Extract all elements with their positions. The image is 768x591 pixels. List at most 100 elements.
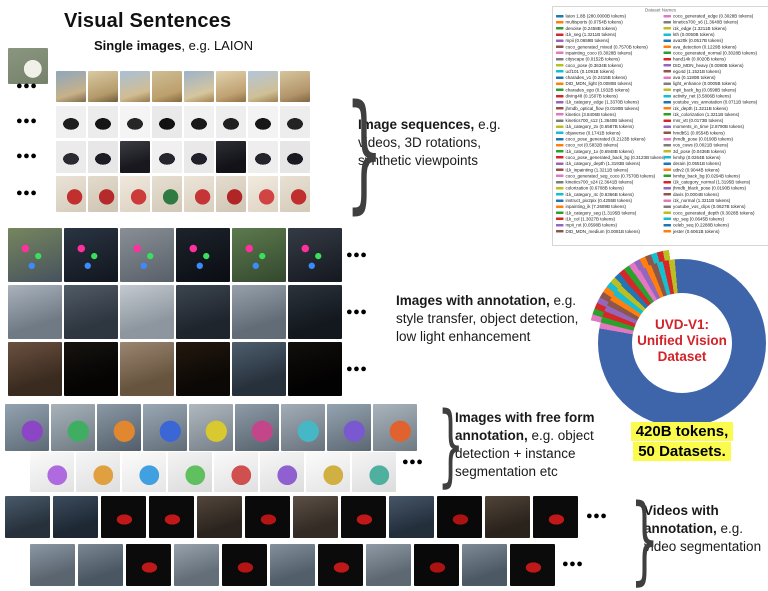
thumbnail-synthetic-viewpoints-sequence	[184, 176, 214, 212]
legend-item: i1k_category_normal (1.3195B tokens)	[661, 179, 768, 185]
legend-item: coco_generated_depth (0.3028B tokens)	[661, 210, 768, 216]
thumbnail-instance-segmentation	[235, 404, 279, 451]
legend-item-label: i1k_normal (1.3211B tokens)	[673, 198, 731, 204]
ellipsis-marker: ●●●	[402, 456, 424, 468]
legend-item: jhmdb_optical_flow (0.0190B tokens)	[553, 105, 661, 111]
legend-item: hand14k (0.0020B tokens)	[661, 56, 768, 62]
thumbnail-laion-lead	[8, 48, 48, 84]
thumbnail-video-segmentation-frames	[197, 496, 242, 538]
legend-item: msr_vtt (0.0173B tokens)	[661, 118, 768, 124]
thumbnail-3d-rotation-sequence	[216, 106, 246, 138]
legend-swatch	[663, 64, 671, 67]
thumbnail-sketch-segmentation	[214, 452, 258, 492]
thumbnail-single-images-laion	[216, 71, 246, 102]
dataset-stats: 420B tokens, 50 Datasets.	[607, 422, 757, 462]
legend-item-label: mpii_back_bg (0.0598B tokens)	[673, 87, 737, 93]
legend-swatch	[663, 76, 671, 79]
thumbnail-pose-annotation	[64, 228, 118, 282]
legend-item: colorization (0.6708B tokens)	[553, 185, 661, 191]
legend-item: charades_v1 (0.2415B tokens)	[553, 74, 661, 80]
legend-item-label: moments_in_time (2.8790B tokens)	[673, 124, 745, 130]
thumbnail-single-images-laion	[88, 71, 118, 102]
thumbnail-instance-segmentation	[327, 404, 371, 451]
legend-item-label: kinetics (3.8406B tokens)	[565, 111, 617, 117]
legend-item: denoise (0.2458B tokens)	[553, 25, 661, 31]
legend-item: light_enhance (0.0005B tokens)	[661, 81, 768, 87]
thumbnail-video-segmentation-frames	[414, 544, 459, 586]
legend-swatch	[663, 137, 671, 141]
thumbnail-single-images-laion	[280, 71, 310, 102]
thumbnail-video-segmentation-frames	[101, 496, 146, 538]
legend-swatch	[663, 45, 671, 49]
legend-swatch	[663, 186, 671, 190]
legend-item: coco_rot (0.5832B tokens)	[553, 142, 661, 148]
legend-item-label: lvmhp_back_bg (0.0294B tokens)	[673, 173, 741, 179]
legend-item-label: vip_seg (0.0645B tokens)	[673, 216, 725, 222]
thumbnail-video-segmentation-frames	[174, 544, 219, 586]
legend-swatch	[556, 70, 564, 73]
thumbnail-3d-rotation-sequence	[152, 106, 182, 138]
legend-swatch	[663, 193, 671, 196]
legend-item-label: jester (0.6061B tokens)	[673, 228, 720, 234]
legend-swatch	[663, 162, 671, 165]
legend-swatch	[663, 199, 671, 202]
thumbnail-pose-annotation	[120, 228, 174, 282]
legend-item-label: i1k_seg (1.3211B tokens)	[565, 32, 617, 38]
legend-item: coco_generated_edge (0.3028B tokens)	[661, 13, 768, 19]
thumbnail-single-images-laion	[184, 71, 214, 102]
legend-item-label: laion 1.8B (280.0000B tokens)	[565, 13, 627, 19]
legend-item: lvmhp (0.0264B tokens)	[661, 154, 768, 160]
legend-swatch	[663, 168, 671, 172]
thumbnail-style-transfer-pairs	[64, 285, 118, 339]
legend-item: coco_generated_seg_coco (0.7570B tokens)	[553, 173, 661, 179]
ellipsis-marker: ●●●	[16, 115, 38, 127]
legend-item: charades_ego (0.1932B tokens)	[553, 87, 661, 93]
ellipsis-marker: ●●●	[562, 558, 584, 570]
legend-swatch	[663, 223, 671, 227]
legend-item: i1k_category_depth (1.3193B tokens)	[553, 161, 661, 167]
thumbnail-video-segmentation-frames	[53, 496, 98, 538]
thumbnail-instance-segmentation	[5, 404, 49, 451]
thumbnail-video-segmentation-frames	[533, 496, 578, 538]
legend-item-label: youtube_vos_annotation (0.0711B tokens)	[673, 99, 758, 105]
legend-item: vos_cows (0.0021B tokens)	[661, 142, 768, 148]
legend-item: mpii_rot (0.0598B tokens)	[553, 222, 661, 228]
legend-item-label: hand14k (0.0020B tokens)	[673, 56, 726, 62]
thumbnail-pose-annotation	[288, 228, 342, 282]
thumbnail-style-transfer-pairs	[232, 285, 286, 339]
thumbnail-synthetic-viewpoints-sequence	[248, 176, 278, 212]
legend-item-label: jhmdb_pose (0.0190B tokens)	[673, 136, 734, 142]
legend-swatch	[556, 88, 564, 92]
thumbnail-video-segmentation-frames	[5, 496, 50, 538]
legend-item-label: DID_MDN_medium (0.0081B tokens)	[565, 228, 641, 234]
page-title: Visual Sentences	[64, 10, 232, 32]
thumbnail-3d-rotation-sequence	[280, 141, 310, 173]
legend-item-label: derain (0.0551B tokens)	[673, 161, 722, 167]
legend-item-label: 3d_pose (0.0436B tokens)	[673, 148, 726, 154]
legend-item-label: ava_detection (0.1229B tokens)	[673, 44, 737, 50]
legend-swatch	[663, 156, 671, 159]
legend-swatch	[556, 223, 564, 227]
legend-item: mpii_back_bg (0.0598B tokens)	[661, 87, 768, 93]
thumbnail-video-segmentation-frames	[510, 544, 555, 586]
thumbnail-sketch-segmentation	[122, 452, 166, 492]
legend-swatch	[556, 143, 564, 147]
legend-swatch	[556, 199, 564, 202]
stats-datasets: 50 Datasets.	[633, 442, 731, 461]
thumbnail-video-segmentation-frames	[30, 544, 75, 586]
legend-item: inpainting_ik (7.2689B tokens)	[553, 204, 661, 210]
thumbnail-sketch-segmentation	[352, 452, 396, 492]
legend-swatch	[556, 180, 564, 184]
legend-item-label: i1k_category_edge (1.3370B tokens)	[565, 99, 640, 105]
thumbnail-synthetic-viewpoints-sequence	[152, 176, 182, 212]
legend-swatch	[663, 113, 671, 116]
legend-item: diving48 (0.1507B tokens)	[553, 93, 661, 99]
legend-item: ava (0.1180B tokens)	[661, 74, 768, 80]
thumbnail-video-segmentation-frames	[366, 544, 411, 586]
legend-item: coco_pose (0.3634B tokens)	[553, 62, 661, 68]
label-image-sequences: Image sequences, e.g. videos, 3D rotatio…	[358, 117, 501, 168]
legend-swatch	[556, 186, 564, 190]
legend-item: celeb_seq (0.2288B tokens)	[661, 222, 768, 228]
thumbnail-3d-rotation-sequence	[216, 141, 246, 173]
legend-item: i1k_category_1x (0.6948B tokens)	[553, 148, 661, 154]
